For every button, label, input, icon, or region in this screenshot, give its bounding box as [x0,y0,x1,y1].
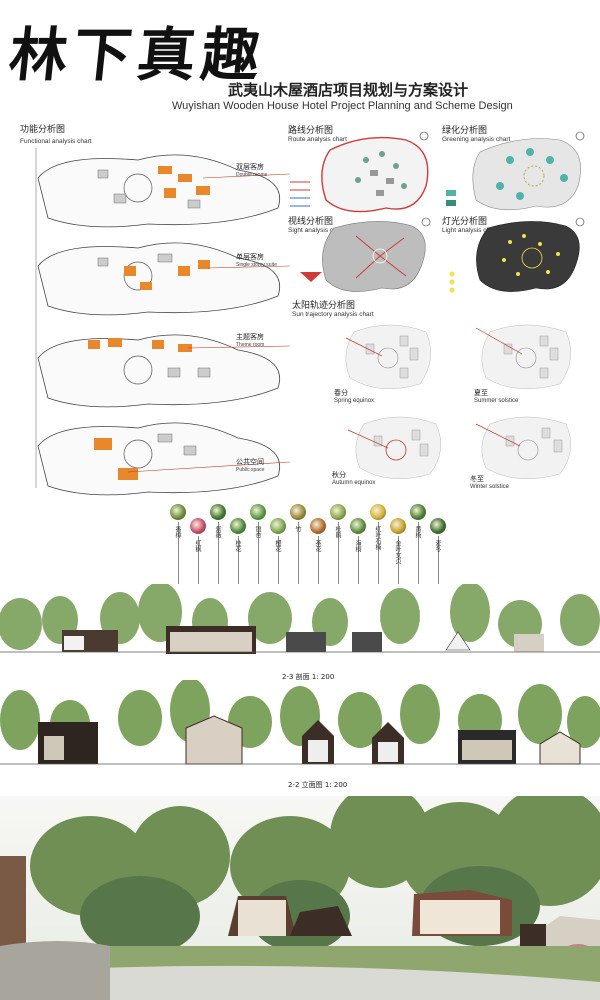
sun-label-autumn: 秋分 Autumn equinox [332,471,376,486]
functional-label-4: 公共空间 Public space [236,458,265,473]
route-map [290,131,429,213]
plant-name: 红枫 [194,540,201,552]
plant-leader-line [178,522,179,608]
plant-name: 金叶女贞 [394,540,401,564]
sun-panel-summer [475,324,572,389]
plant-name: 杜鹃 [334,526,341,538]
plant-leader-line [238,536,239,608]
plant-name: 麦冬 [434,540,441,552]
plant-leader-line [378,522,379,608]
plant-name: 海桐 [354,540,361,552]
plant-photo [410,504,426,520]
plant-leader-line [318,536,319,608]
route-heading: 路线分析图 Route analysis chart [288,126,347,143]
sight-map [300,217,431,292]
section-caption-2-3: 2-3 剖面 1: 200 [282,673,335,681]
sun-heading: 太阳轨迹分析图 Sun trajectory analysis chart [292,301,374,318]
sun-label-summer: 夏至 Summer solstice [474,389,519,404]
sun-panel-autumn [347,416,442,479]
sun-panel-spring [345,324,432,389]
plant-photo [330,504,346,520]
functional-maps [35,148,290,496]
plant-name: 黄杨 [414,526,421,538]
plant-photo [230,518,246,534]
sun-label-spring: 春分 Spring equinox [334,389,375,404]
plant-list: 香樟红枫 紫薇桂花 银杏樱花 竹茶花 杜鹃海桐 红叶石楠金叶女贞 黄杨麦冬 [170,504,450,612]
plant-photo [170,504,186,520]
functional-label-3: 主题客房 Theme room [236,333,265,348]
plant-name: 紫薇 [214,526,221,538]
greening-map [446,131,585,211]
plant-leader-line [198,536,199,608]
plant-photo [250,504,266,520]
plant-leader-line [218,522,219,608]
functional-map-1 [37,154,290,228]
plant-leader-line [438,536,439,608]
functional-label-2: 单层客房 Single storey suite [236,253,277,268]
functional-map-2 [37,242,290,316]
functional-heading-en: Functional analysis chart [20,138,92,145]
plant-photo [290,504,306,520]
plant-leader-line [338,522,339,608]
plant-photo [270,518,286,534]
light-map [449,217,585,293]
sun-label-winter: 冬至 Winter solstice [470,475,510,490]
section-caption-2-2: 2-2 立面图 1: 200 [288,781,348,789]
functional-map-4 [37,422,290,496]
plant-name: 银杏 [254,526,261,538]
project-title-en: Wuyishan Wooden House Hotel Project Plan… [172,100,513,112]
plant-leader-line [258,522,259,608]
plant-leader-line [418,522,419,608]
plant-leader-line [298,522,299,608]
plant-name: 红叶石楠 [374,526,381,550]
functional-heading: 功能分析图 [20,125,66,135]
plant-name: 香樟 [174,526,181,538]
plant-leader-line [278,536,279,608]
plant-photo [390,518,406,534]
sight-heading: 视线分析图 Sight analysis chart [288,217,345,234]
plant-name: 樱花 [274,540,281,552]
light-heading: 灯光分析图 Light analysis chart [442,217,498,234]
plant-photo [370,504,386,520]
greening-heading: 绿化分析图 Greening analysis chart [442,126,511,143]
functional-label-1: 双层客房 Double rooms [236,163,268,178]
plant-leader-line [358,536,359,608]
section-2-3-elevation [0,584,600,660]
plant-name: 桂花 [234,540,241,552]
plant-photo [430,518,446,534]
section-2-2-elevation [0,680,600,765]
plant-photo [210,504,226,520]
plant-name: 茶花 [314,540,321,552]
plant-photo [190,518,206,534]
sun-panel-winter [475,416,572,479]
functional-map-3 [37,334,290,408]
plant-name: 竹 [294,526,301,532]
project-title-cn: 武夷山木屋酒店项目规划与方案设计 [228,81,469,99]
hotel-perspective-render [0,796,600,1000]
plant-photo [310,518,326,534]
plant-leader-line [398,536,399,608]
plant-photo [350,518,366,534]
